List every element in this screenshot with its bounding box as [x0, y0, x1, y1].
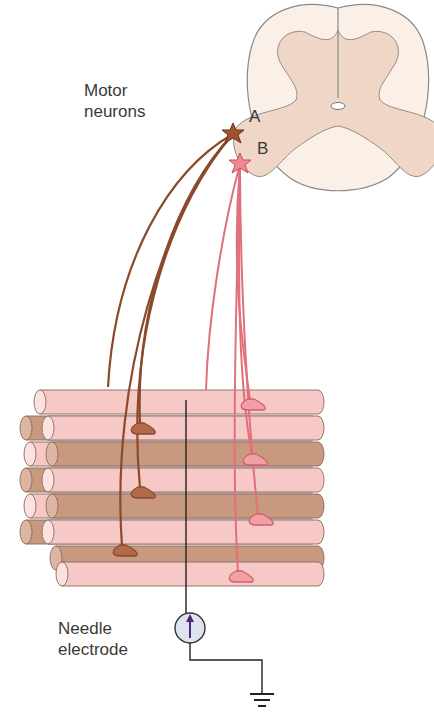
end-plate [241, 399, 265, 410]
fiber-end [24, 494, 36, 518]
muscle-fiber [40, 390, 324, 414]
spinal-cord [233, 5, 434, 191]
motor-neuron-a [222, 123, 244, 143]
fiber-end [42, 468, 54, 492]
electrode-label: Needle electrode [58, 618, 158, 660]
end-plate [249, 514, 273, 525]
motor-axons-b [206, 164, 258, 572]
motor-neurons-label: Motor neurons [84, 80, 164, 122]
muscle-fiber [62, 562, 324, 586]
muscle-fiber [52, 494, 324, 518]
muscle-fiber [52, 442, 324, 466]
fiber-end [42, 520, 54, 544]
end-plate [229, 571, 253, 582]
fiber-end [20, 520, 32, 544]
fiber-end [20, 468, 32, 492]
fiber-end [20, 416, 32, 440]
fiber-end [46, 442, 58, 466]
fiber-end [46, 494, 58, 518]
end-plate [131, 487, 155, 498]
end-plates [113, 399, 273, 582]
fiber-end [42, 416, 54, 440]
end-plate [243, 454, 267, 465]
fiber-end [24, 442, 36, 466]
neuron-label: A [249, 106, 260, 127]
end-plate [113, 545, 137, 556]
motor-axons-a [108, 134, 233, 546]
neuron-label: B [257, 138, 268, 159]
fiber-end [56, 562, 68, 586]
fiber-end [34, 390, 46, 414]
muscle-fibers [20, 390, 324, 586]
needle-electrode [175, 400, 274, 706]
end-plate [131, 423, 155, 434]
motor-neuron-b [229, 153, 251, 173]
